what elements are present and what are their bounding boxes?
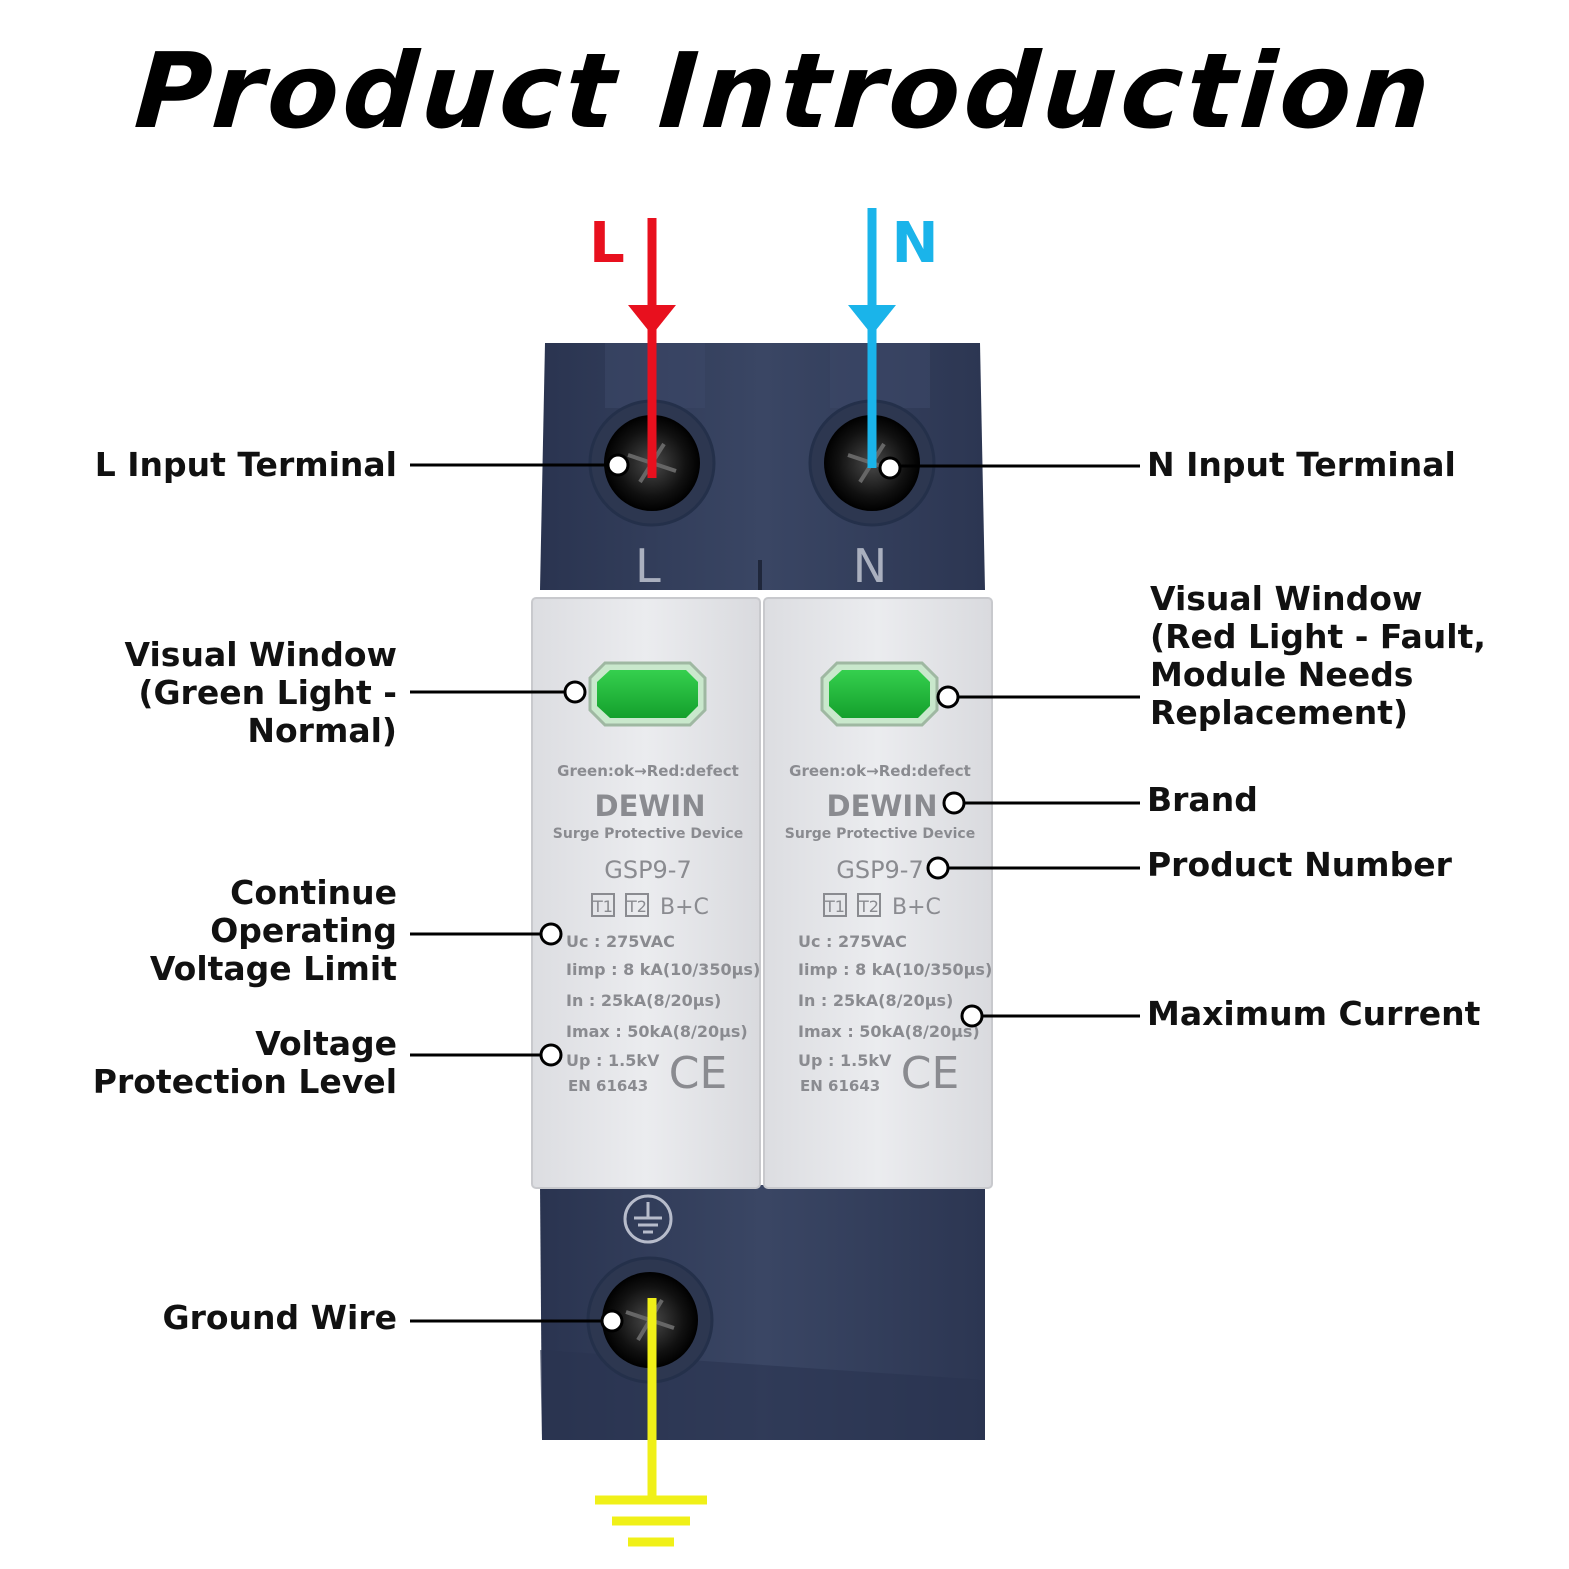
- callout-l-input-terminal: L Input Terminal: [94, 445, 397, 484]
- ground-wire: [595, 1298, 707, 1547]
- callout-ground-wire: Ground Wire: [162, 1298, 398, 1337]
- indicator-text-left: Green:ok→Red:defect: [557, 762, 739, 780]
- callout-red-window: Visual Window (Red Light - Fault, Module…: [1150, 579, 1486, 732]
- callout-uc-limit: Continue Operating Voltage Limit: [149, 873, 397, 988]
- class-t2-right: T2: [858, 897, 879, 916]
- l-wire-label: L: [589, 211, 625, 276]
- standard-text-right: EN 61643: [800, 1077, 880, 1095]
- ce-mark-right: CE: [901, 1048, 960, 1099]
- terminal-marking-n: N: [853, 539, 887, 593]
- class-t1-left: T1: [592, 897, 613, 916]
- callout-product-number: Product Number: [1147, 845, 1452, 884]
- leader-lines: [410, 453, 1140, 1333]
- uc-text-right: Uc : 275VAC: [798, 932, 907, 951]
- in-text-right: In : 25kA(8/20μs): [798, 991, 953, 1010]
- indicator-text-right: Green:ok→Red:defect: [789, 762, 971, 780]
- class-t2-left: T2: [626, 897, 647, 916]
- class-bc-left: B+C: [660, 895, 709, 920]
- n-wire-arrow: [848, 208, 896, 468]
- up-text-left: Up : 1.5kV: [566, 1051, 660, 1070]
- brand-text-left: DEWIN: [595, 789, 706, 823]
- brand-text-right: DEWIN: [827, 789, 938, 823]
- callout-maximum-current: Maximum Current: [1147, 994, 1481, 1033]
- device-type-left: Surge Protective Device: [553, 826, 743, 842]
- up-text-right: Up : 1.5kV: [798, 1051, 892, 1070]
- model-text-right: GSP9-7: [836, 856, 924, 884]
- model-text-left: GSP9-7: [604, 856, 692, 884]
- callout-brand: Brand: [1147, 780, 1258, 819]
- in-text-left: In : 25kA(8/20μs): [566, 991, 721, 1010]
- device-type-right: Surge Protective Device: [785, 826, 975, 842]
- indicator-window-left: [588, 661, 707, 727]
- class-bc-right: B+C: [892, 895, 941, 920]
- iimp-text-left: Iimp : 8 kA(10/350μs): [566, 960, 760, 979]
- callout-green-window: Visual Window (Green Light - Normal): [124, 635, 397, 750]
- uc-text-left: Uc : 275VAC: [566, 932, 675, 951]
- earth-symbol-icon: [623, 1194, 673, 1244]
- ce-mark-left: CE: [669, 1048, 728, 1099]
- callout-n-input-terminal: N Input Terminal: [1147, 445, 1456, 484]
- class-t1-right: T1: [824, 897, 845, 916]
- indicator-window-right: [820, 661, 939, 727]
- imax-text-right: Imax : 50kA(8/20μs): [798, 1022, 980, 1041]
- imax-text-left: Imax : 50kA(8/20μs): [566, 1022, 748, 1041]
- l-wire-arrow: [628, 218, 676, 478]
- terminal-marking-l: L: [635, 539, 661, 593]
- callout-protection-level: Voltage Protection Level: [92, 1024, 397, 1101]
- standard-text-left: EN 61643: [568, 1077, 648, 1095]
- n-wire-label: N: [892, 211, 939, 276]
- iimp-text-right: Iimp : 8 kA(10/350μs): [798, 960, 992, 979]
